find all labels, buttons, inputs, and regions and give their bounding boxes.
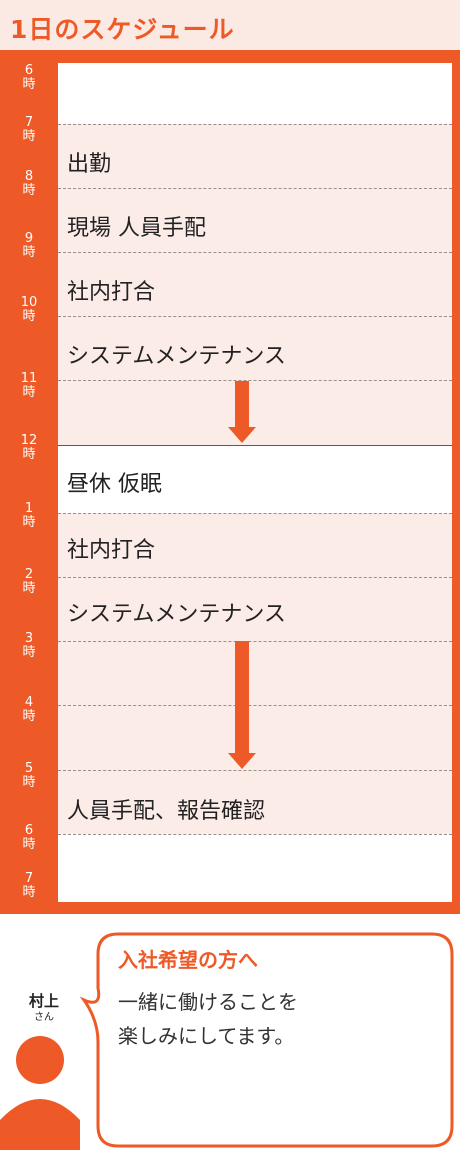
row-divider: [58, 834, 452, 835]
morning-work-block: [58, 124, 452, 445]
person-name: 村上: [28, 992, 59, 1010]
row-divider: [58, 641, 452, 642]
person-honorific: さん: [34, 1012, 54, 1023]
task-item: 現場 人員手配: [67, 216, 206, 241]
row-divider: [58, 316, 452, 317]
down-arrow-icon: [228, 381, 256, 443]
afternoon-work-block: [58, 513, 452, 834]
page-title: 1日のスケジュール: [10, 15, 235, 44]
row-divider: [58, 513, 452, 514]
row-divider: [58, 380, 452, 381]
person-avatar-icon: [0, 1036, 80, 1150]
task-item: 社内打合: [67, 538, 156, 563]
task-item: 昼休 仮眠: [67, 472, 162, 497]
row-divider: [58, 188, 452, 189]
noon-divider: [58, 445, 452, 446]
row-divider: [58, 252, 452, 253]
row-divider: [58, 705, 452, 706]
schedule-panel: 出勤 現場 人員手配 社内打合 システムメンテナンス 昼休 仮眠 社内打合 シス…: [58, 63, 452, 902]
row-divider: [58, 577, 452, 578]
down-arrow-icon: [228, 641, 256, 769]
task-item: 出勤: [67, 152, 112, 177]
message-line-1: 一緒に働けることを: [118, 990, 298, 1014]
row-divider: [58, 124, 452, 125]
message-title: 入社希望の方へ: [118, 948, 258, 972]
task-item: 人員手配、報告確認: [67, 799, 266, 824]
task-item: 社内打合: [67, 280, 156, 305]
row-divider: [58, 770, 452, 771]
message-line-2: 楽しみにしてます。: [118, 1024, 295, 1048]
task-item: システムメンテナンス: [67, 602, 286, 627]
task-item: システムメンテナンス: [67, 344, 286, 369]
speech-bubble: [80, 932, 454, 1148]
title-bar: 1日のスケジュール: [0, 0, 460, 50]
